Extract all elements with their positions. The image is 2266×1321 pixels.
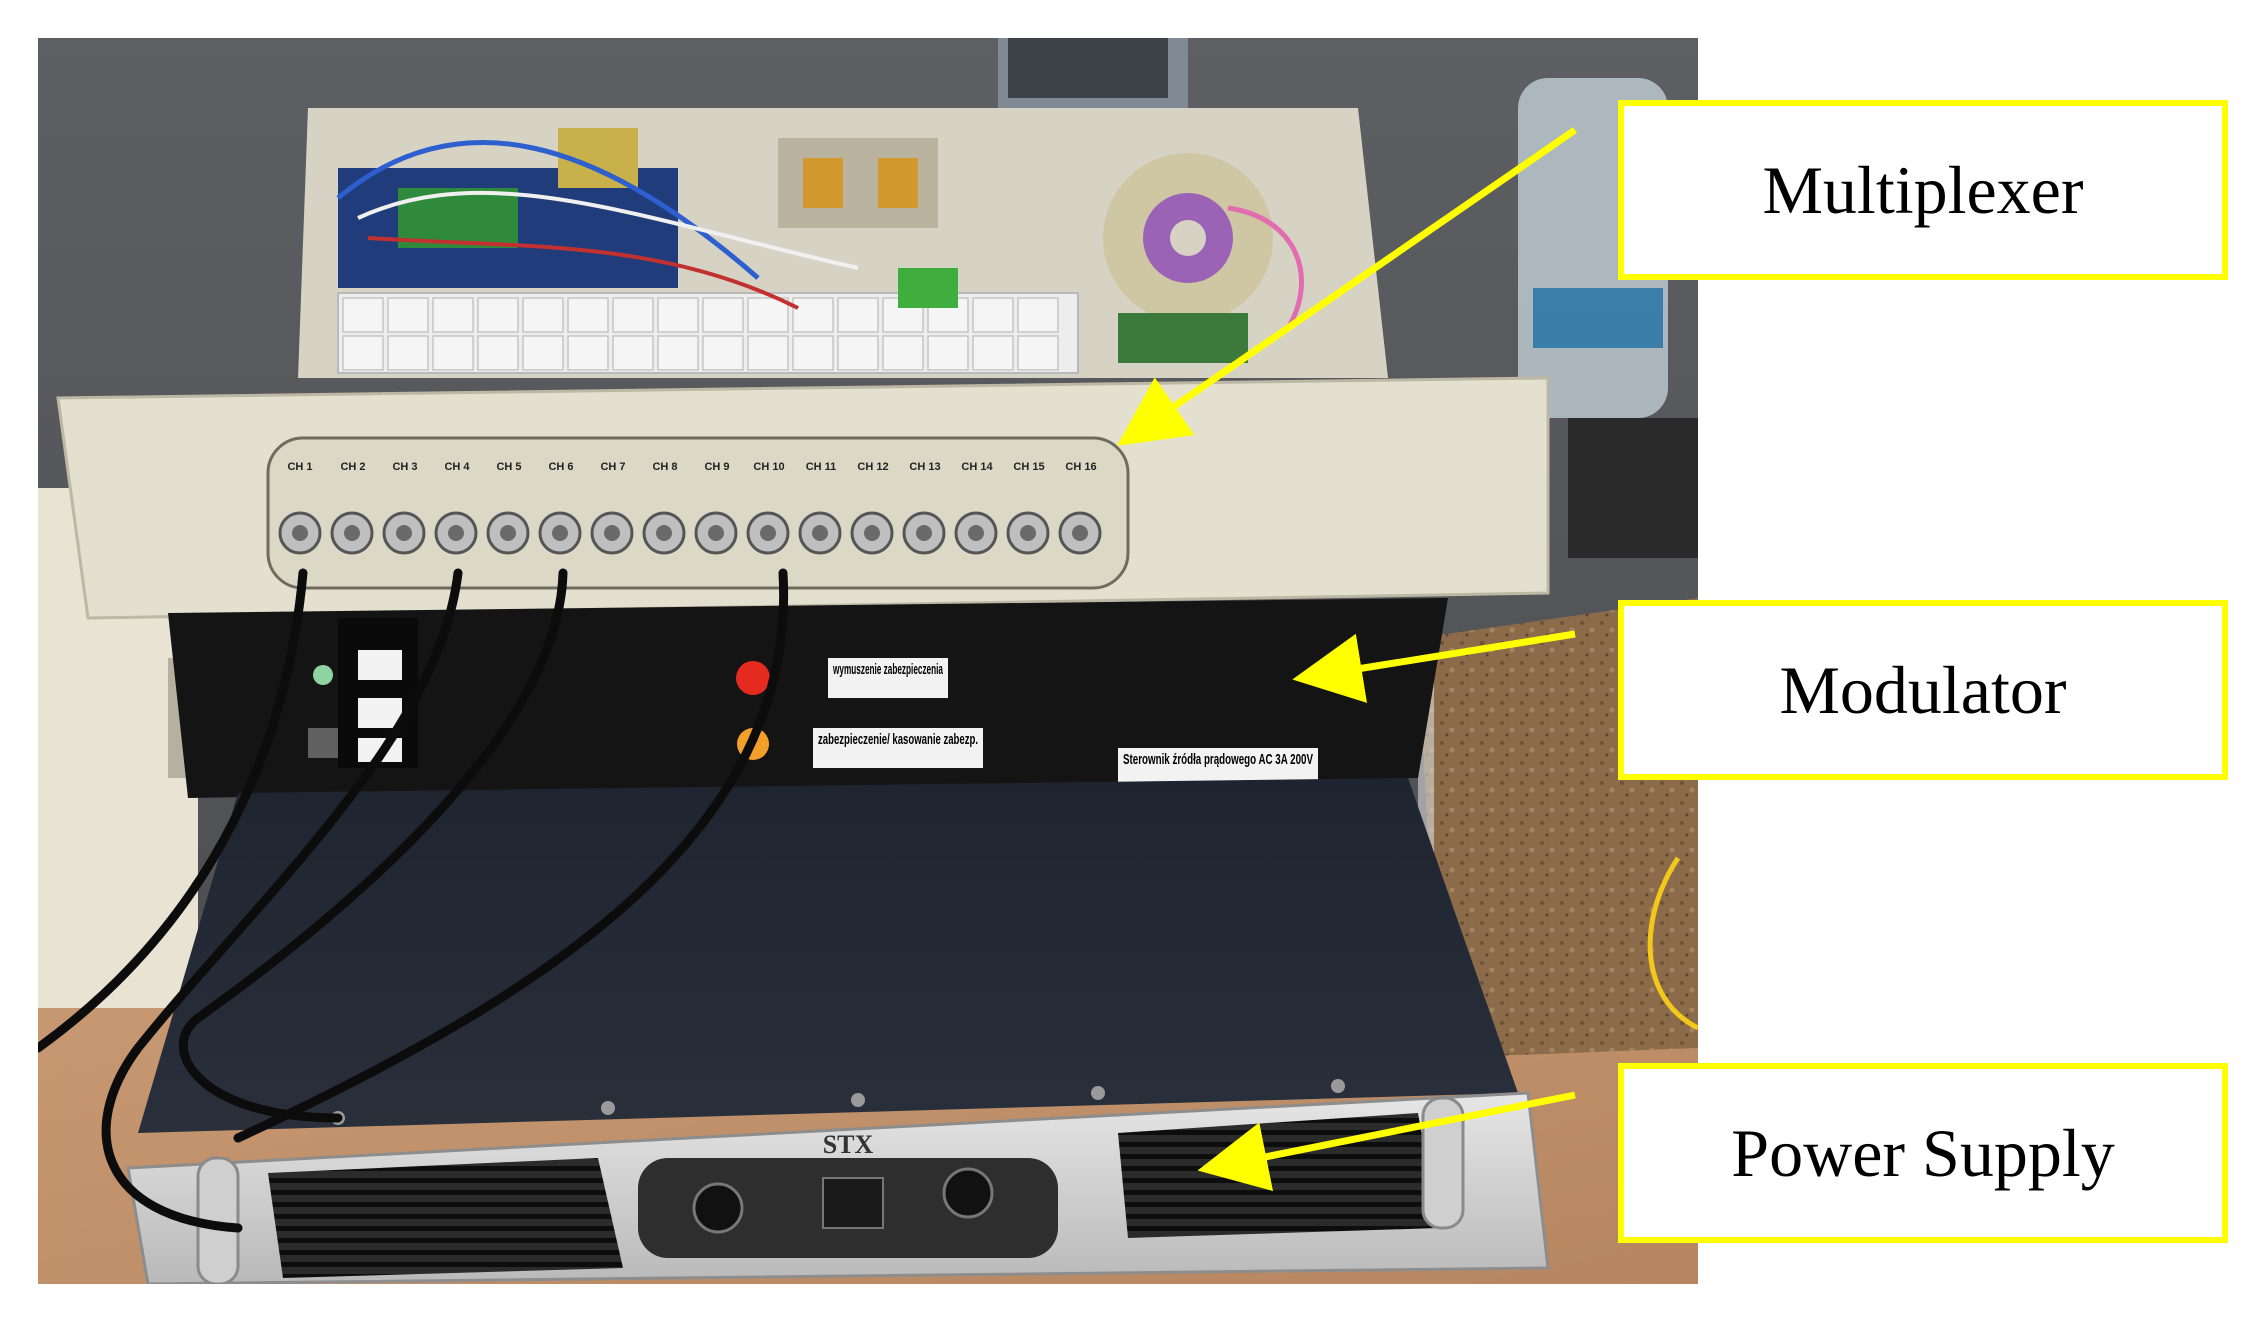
callout-modulator: Modulator — [1618, 600, 2228, 780]
bnc-connector-center — [604, 525, 620, 541]
modulator-label-3: Sterownik źródła prądowego AC 3A 200V — [1123, 751, 1313, 768]
channel-label: CH 9 — [704, 461, 729, 473]
bnc-connector-center — [344, 525, 360, 541]
bnc-connector-center — [396, 525, 412, 541]
channel-label: CH 10 — [753, 461, 784, 473]
channel-label: CH 5 — [496, 461, 521, 473]
bnc-connector-center — [708, 525, 724, 541]
bnc-connector-row — [278, 511, 1102, 555]
bnc-connector-center — [1072, 525, 1088, 541]
channel-label: CH 7 — [600, 461, 625, 473]
bnc-connector-center — [292, 525, 308, 541]
bnc-connector-center — [656, 525, 672, 541]
power-brand: STX — [823, 1130, 874, 1159]
modulator-label-1: wymuszenie zabezpieczenia — [832, 661, 943, 678]
channel-label: CH 3 — [392, 461, 417, 473]
bnc-connector-center — [864, 525, 880, 541]
channel-label: CH 11 — [806, 461, 837, 473]
channel-label: CH 6 — [548, 461, 573, 473]
channel-label: CH 12 — [857, 461, 888, 473]
callout-power-supply: Power Supply — [1618, 1063, 2228, 1243]
bnc-connector-center — [500, 525, 516, 541]
bnc-connector-center — [552, 525, 568, 541]
bnc-connector-center — [760, 525, 776, 541]
modulator-label: Modulator — [1779, 651, 2067, 728]
multiplexer-label: Multiplexer — [1762, 151, 2084, 228]
channel-label: CH 14 — [961, 461, 993, 473]
bnc-connector-center — [916, 525, 932, 541]
bnc-connector-center — [968, 525, 984, 541]
channel-label: CH 4 — [444, 461, 470, 473]
bnc-connector-center — [1020, 525, 1036, 541]
channel-label: CH 2 — [340, 461, 365, 473]
bnc-connector-center — [812, 525, 828, 541]
equipment-photo: CH 1 CH 2 CH 3 CH 4 CH 5 CH 6 CH 7 CH 8 … — [38, 38, 1698, 1284]
channel-label: CH 1 — [287, 461, 312, 473]
callout-multiplexer: Multiplexer — [1618, 100, 2228, 280]
channel-label: CH 8 — [652, 461, 677, 473]
bnc-connector-center — [448, 525, 464, 541]
channel-label: CH 15 — [1013, 461, 1044, 473]
channel-label: CH 16 — [1065, 461, 1096, 473]
power-supply-label: Power Supply — [1731, 1114, 2115, 1191]
channel-label: CH 13 — [909, 461, 940, 473]
modulator-label-2: zabezpieczenie/ kasowanie zabezp. — [818, 731, 978, 748]
